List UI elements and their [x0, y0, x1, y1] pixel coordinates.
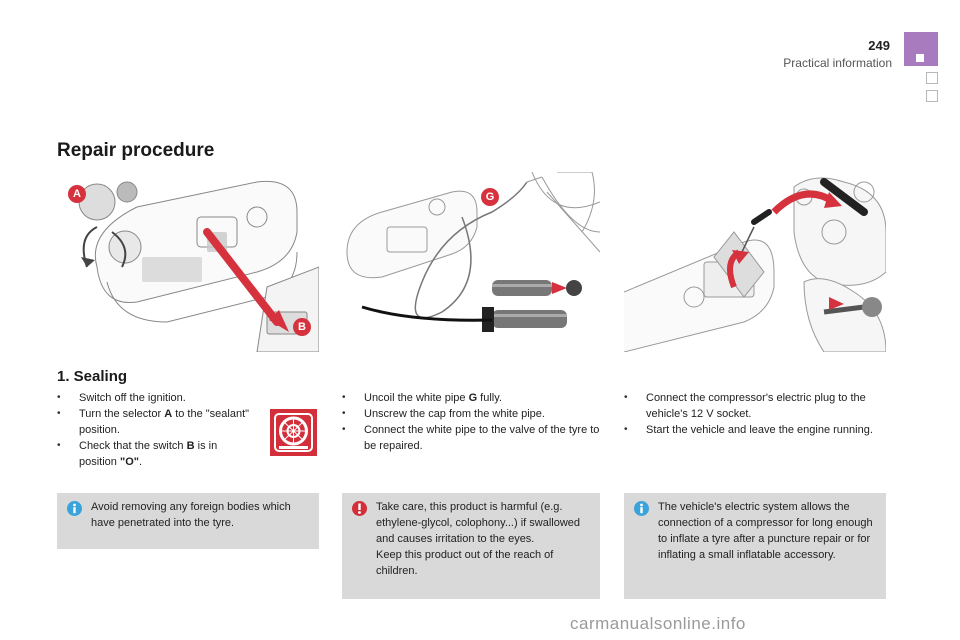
note-text: The vehicle's electric system allows the…	[658, 501, 873, 561]
step-text: Connect the compressor's electric plug t…	[646, 392, 866, 420]
bullet-icon: •	[624, 392, 628, 403]
info-icon	[634, 501, 649, 516]
list-item: • Uncoil the white pipe G fully.	[342, 390, 600, 406]
bullet-icon: •	[57, 440, 61, 451]
bullet-icon: •	[342, 424, 346, 435]
white-pipe-drawing	[346, 172, 600, 332]
callout-g: G	[481, 188, 499, 206]
note-info-electric-system: The vehicle's electric system allows the…	[624, 493, 886, 599]
tab-marker-icon	[916, 54, 924, 62]
list-item: • Start the vehicle and leave the engine …	[624, 422, 886, 438]
list-item: •Check that the switch B is in position …	[57, 438, 257, 470]
page-number: 249	[868, 38, 890, 53]
step-text: Connect the white pipe to the valve of t…	[364, 424, 600, 452]
step-text: Turn the selector	[79, 408, 165, 420]
step-text: Check that the switch	[79, 440, 187, 452]
compressor-selector-drawing	[78, 180, 319, 352]
illustration-white-pipe	[342, 172, 600, 352]
step-text: is in position	[79, 440, 218, 468]
page-title: Repair procedure	[57, 140, 215, 161]
callout-b: B	[293, 318, 311, 336]
bullet-icon: •	[57, 392, 61, 403]
step-text: .	[138, 456, 143, 468]
step-text: Start the vehicle and leave the engine r…	[646, 424, 873, 436]
bullet-icon: •	[624, 424, 628, 435]
bullet-icon: •	[342, 408, 346, 419]
info-icon	[67, 501, 82, 516]
list-item: • Unscrew the cap from the white pipe.	[342, 406, 600, 422]
note-text: Avoid removing any foreign bodies which …	[91, 501, 291, 529]
list-item: • Connect the compressor's electric plug …	[624, 390, 886, 422]
step-text: Switch off the ignition.	[79, 392, 186, 404]
bullet-icon: •	[342, 392, 346, 403]
steps-list-col3: • Connect the compressor's electric plug …	[624, 390, 886, 438]
step-text: Unscrew the cap from the white pipe.	[364, 408, 545, 420]
watermark: carmanualsonline.info	[570, 614, 746, 633]
list-item: • Connect the white pipe to the valve of …	[342, 422, 600, 454]
step-text: fully.	[477, 392, 502, 404]
chapter-tab-empty	[926, 72, 938, 84]
note-warning-harmful: Take care, this product is harmful (e.g.…	[342, 493, 600, 599]
step-text: Uncoil the white pipe	[364, 392, 469, 404]
illustration-electric-plug	[624, 172, 886, 352]
step-text: to the "sealant" position.	[79, 408, 250, 436]
step-ref: "O"	[119, 456, 139, 468]
illustration-compressor-selector	[57, 172, 319, 352]
step-ref: A	[164, 408, 173, 420]
steps-list-col2: • Uncoil the white pipe G fully. • Unscrew…	[342, 390, 600, 454]
electric-plug-drawing	[624, 177, 886, 352]
bullet-icon: •	[57, 408, 61, 419]
section-heading-sealing: 1. Sealing	[57, 368, 128, 385]
callout-a: A	[68, 185, 86, 203]
section-name: Practical information	[783, 56, 892, 70]
step-ref: B	[186, 440, 195, 452]
warning-icon	[352, 501, 367, 516]
steps-list-col1: • Switch off the ignition. • Turn the sele…	[57, 390, 257, 470]
note-text: Take care, this product is harmful (e.g.…	[376, 501, 581, 577]
tyre-repair-icon	[270, 409, 317, 456]
chapter-tab	[904, 32, 938, 66]
list-item: • Turn the selector A to the "sealant" po…	[57, 406, 257, 438]
list-item: • Switch off the ignition.	[57, 390, 257, 406]
step-ref: G	[468, 392, 478, 404]
chapter-tab-empty	[926, 90, 938, 102]
note-info-foreign-bodies: Avoid removing any foreign bodies which …	[57, 493, 319, 549]
